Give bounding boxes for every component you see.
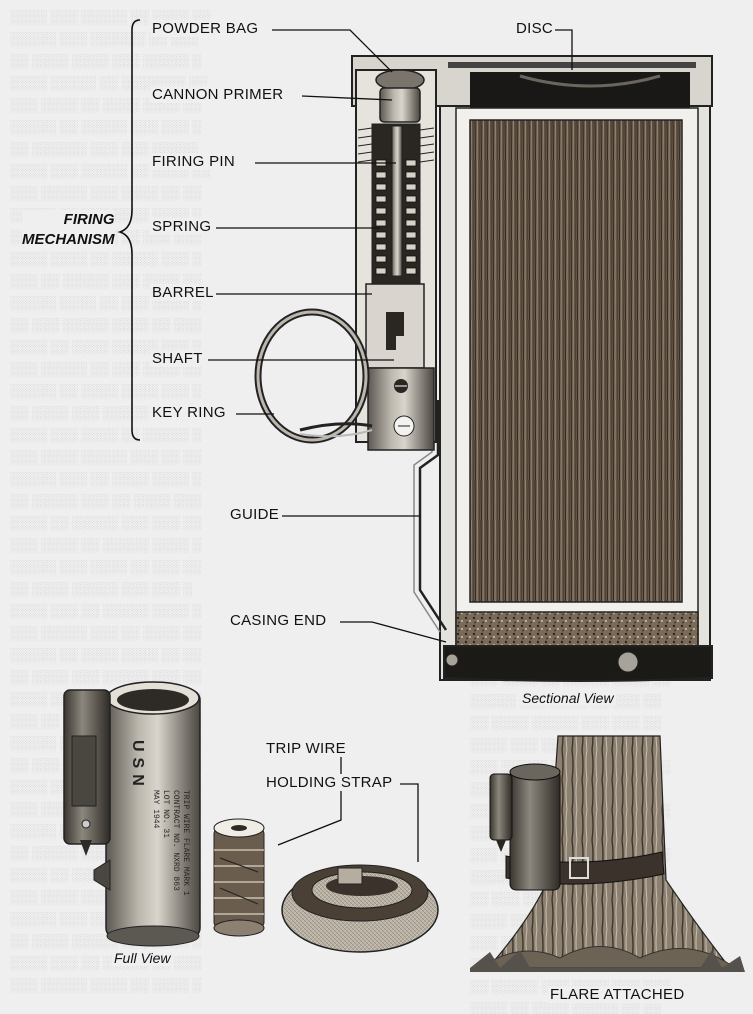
canister-marking-line2: CONTRACT NO. NXRD 863: [171, 790, 180, 891]
caption-sectional-view: Sectional View: [520, 690, 616, 706]
canister-marking-text: TRIP WIRE FLARE MARK 1 CONTRACT NO. NXRD…: [150, 790, 190, 896]
trip-wire-spool: [213, 818, 265, 937]
flare-attached-illustration: [470, 735, 745, 972]
canister-marking-line1: TRIP WIRE FLARE MARK 1: [181, 790, 190, 896]
guide-rail: [418, 400, 448, 631]
full-view-canister: [63, 681, 201, 947]
canister-marking-line3: LOT NO. 31: [161, 790, 170, 839]
label-spring: SPRING: [150, 218, 214, 235]
attached-canister: [509, 769, 561, 891]
mechanism-bracket: [117, 19, 141, 441]
firing-pin: [391, 125, 403, 277]
label-guide: GUIDE: [228, 506, 282, 523]
flare-charge: [469, 119, 683, 603]
canister-marking-letters: USN: [129, 740, 146, 792]
leader-lines: [208, 29, 573, 862]
label-shaft: SHAFT: [150, 350, 205, 367]
label-disc: DISC: [514, 20, 556, 37]
holding-strap-coil: [281, 864, 439, 953]
label-cannon-primer: CANNON PRIMER: [150, 86, 286, 103]
starter-layer: [455, 611, 699, 649]
sectional-view: [254, 55, 713, 682]
group-label-line2: MECHANISM: [22, 231, 115, 248]
caption-flare-attached: FLARE ATTACHED: [548, 986, 687, 1003]
casing-end: [443, 645, 713, 682]
label-barrel: BARREL: [150, 284, 216, 301]
label-powder-bag: POWDER BAG: [150, 20, 261, 37]
label-holding-strap: HOLDING STRAP: [264, 774, 395, 791]
barrel-threads: [357, 127, 435, 163]
powder-bag: [375, 69, 425, 91]
cannon-primer: [379, 87, 421, 123]
caption-full-view: Full View: [112, 950, 173, 966]
canister-marking-line4: MAY 1944: [151, 790, 160, 829]
label-trip-wire: TRIP WIRE: [264, 740, 348, 757]
group-label-firing-mechanism: FIRING MECHANISM: [22, 210, 115, 250]
label-firing-pin: FIRING PIN: [150, 153, 238, 170]
label-key-ring: KEY RING: [150, 404, 228, 421]
group-label-line1: FIRING: [63, 211, 115, 228]
label-casing-end: CASING END: [228, 612, 329, 629]
